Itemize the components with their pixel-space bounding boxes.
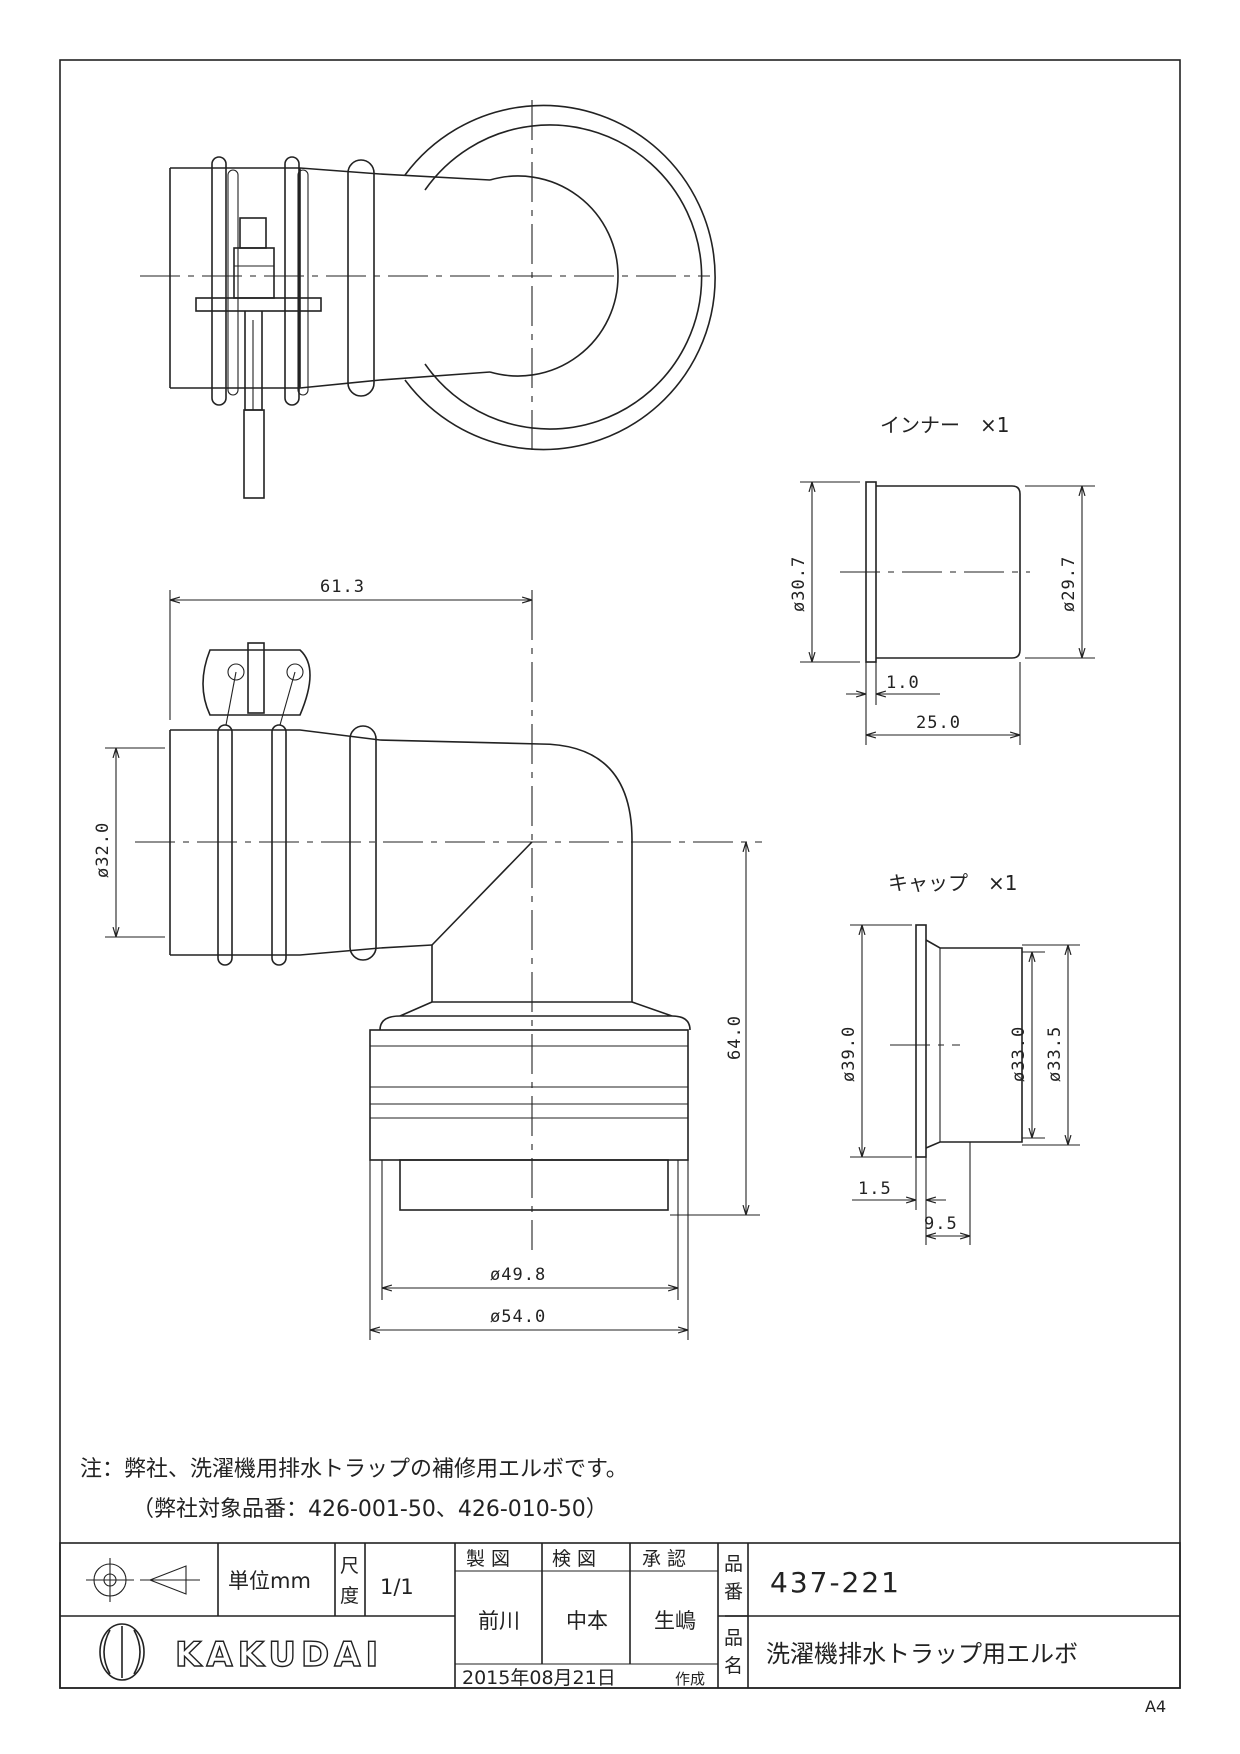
part-name-label-1: 品 xyxy=(724,1627,743,1649)
inner-part: インナー ×1 ø30.7 ø29.7 1.0 25.0 xyxy=(789,413,1095,745)
cap-label: キャップ ×1 xyxy=(888,871,1017,895)
inner-dim-length: 25.0 xyxy=(916,713,961,733)
dim-inlet-dia: ø32.0 xyxy=(93,822,113,878)
elbow-top-view xyxy=(140,100,716,499)
cap-dim-flange: 1.5 xyxy=(858,1179,892,1199)
date-suffix: 作成 xyxy=(675,1670,705,1688)
inner-label: インナー ×1 xyxy=(880,413,1009,437)
role-approver: 承 認 xyxy=(642,1548,686,1570)
cap-dim-flange-dia: ø39.0 xyxy=(839,1026,859,1082)
cap-dim-dia-a: ø33.0 xyxy=(1009,1026,1029,1082)
projection-symbol-icon xyxy=(86,1558,200,1602)
person-checker: 中本 xyxy=(566,1609,608,1633)
scale-label-2: 度 xyxy=(340,1585,359,1607)
title-block: 単位mm 尺 度 1/1 製 図 検 図 承 認 前川 中本 生嶋 品 番 43… xyxy=(59,1542,1181,1689)
part-no-label-2: 番 xyxy=(724,1581,743,1603)
dim-dia-a: ø49.8 xyxy=(490,1265,546,1285)
role-checker: 検 図 xyxy=(552,1548,596,1570)
scale-value: 1/1 xyxy=(380,1575,414,1599)
elbow-front-view xyxy=(135,600,762,1250)
inner-dim-outer-dia: ø30.7 xyxy=(789,556,809,612)
part-name-label-2: 名 xyxy=(724,1655,743,1677)
part-name: 洗濯機排水トラップ用エルボ xyxy=(766,1640,1078,1668)
paper-size: A4 xyxy=(1145,1697,1166,1716)
elbow-dimensions: 61.3 ø32.0 64.0 ø49.8 ø54.0 xyxy=(93,577,760,1340)
cap-dim-dia-b: ø33.5 xyxy=(1045,1026,1065,1082)
note-line-1: 注：弊社、洗濯機用排水トラップの補修用エルボです。 xyxy=(80,1457,628,1482)
dim-height: 64.0 xyxy=(725,1015,745,1060)
part-no: 437-221 xyxy=(770,1566,901,1599)
scale-label-1: 尺 xyxy=(340,1555,359,1577)
dim-dia-b: ø54.0 xyxy=(490,1307,546,1327)
brand-name: KAKUDAI xyxy=(175,1635,383,1675)
inner-dim-inner-dia: ø29.7 xyxy=(1059,556,1079,612)
note-line-2: （弊社対象品番：426-001-50、426-010-50） xyxy=(132,1497,608,1522)
date: 2015年08月21日 xyxy=(462,1667,616,1689)
cap-dim-length: 9.5 xyxy=(924,1214,958,1234)
part-no-label-1: 品 xyxy=(724,1553,743,1575)
cap-part: キャップ ×1 ø39.0 ø33.0 ø33.5 1.5 9.5 xyxy=(839,871,1080,1245)
person-approver: 生嶋 xyxy=(654,1609,696,1633)
dim-width: 61.3 xyxy=(320,577,365,597)
inner-dim-flange: 1.0 xyxy=(886,673,920,693)
person-drafter: 前川 xyxy=(478,1609,520,1633)
role-drafter: 製 図 xyxy=(466,1548,510,1570)
unit-label: 単位mm xyxy=(228,1569,311,1593)
kakudai-logo-icon xyxy=(99,1623,145,1681)
